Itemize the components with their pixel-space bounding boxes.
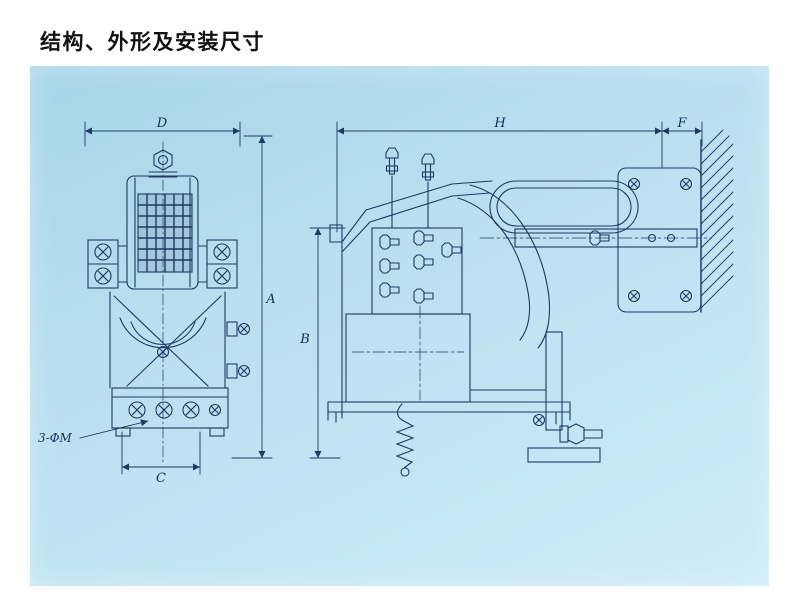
hole-note-label: 3-ΦM xyxy=(38,431,73,445)
dimension-c xyxy=(121,431,201,475)
mechanism xyxy=(109,291,226,389)
upper-arm xyxy=(341,180,493,253)
side-view xyxy=(309,121,734,477)
base-rail xyxy=(327,389,571,425)
drawing-panel xyxy=(30,66,769,586)
wall-hatching xyxy=(700,129,734,313)
dimension-a xyxy=(231,135,273,459)
dimension-d xyxy=(84,121,241,147)
contact-block xyxy=(371,227,463,315)
hole-callout xyxy=(79,419,149,439)
device-left-edge xyxy=(329,224,343,419)
blowout-loop xyxy=(489,180,639,234)
side-screws xyxy=(226,321,251,379)
left-bracket xyxy=(87,239,128,289)
dim-label-a: A xyxy=(265,292,275,307)
front-view xyxy=(79,121,273,475)
mounting-plate xyxy=(617,167,702,313)
top-bolt xyxy=(148,149,178,178)
arc-chute xyxy=(126,175,199,290)
dim-label-b: B xyxy=(299,332,310,347)
dim-label-h: H xyxy=(493,116,506,131)
coil-body xyxy=(345,305,471,403)
dimension-f xyxy=(661,121,703,147)
base-plate xyxy=(111,387,229,437)
dimension-labels: D A C 3-ΦM H F B xyxy=(38,116,687,486)
dimension-b xyxy=(309,227,346,459)
lower-bracket xyxy=(527,331,603,463)
return-spring xyxy=(395,403,415,477)
dim-label-f: F xyxy=(676,116,687,131)
dim-label-d: D xyxy=(156,116,168,131)
dim-label-c: C xyxy=(156,471,166,486)
top-bolts xyxy=(385,147,435,229)
support-bar xyxy=(479,228,713,248)
right-bracket xyxy=(197,239,238,289)
armature-blade xyxy=(457,184,551,349)
page-title: 结构、外形及安装尺寸 xyxy=(40,30,265,54)
